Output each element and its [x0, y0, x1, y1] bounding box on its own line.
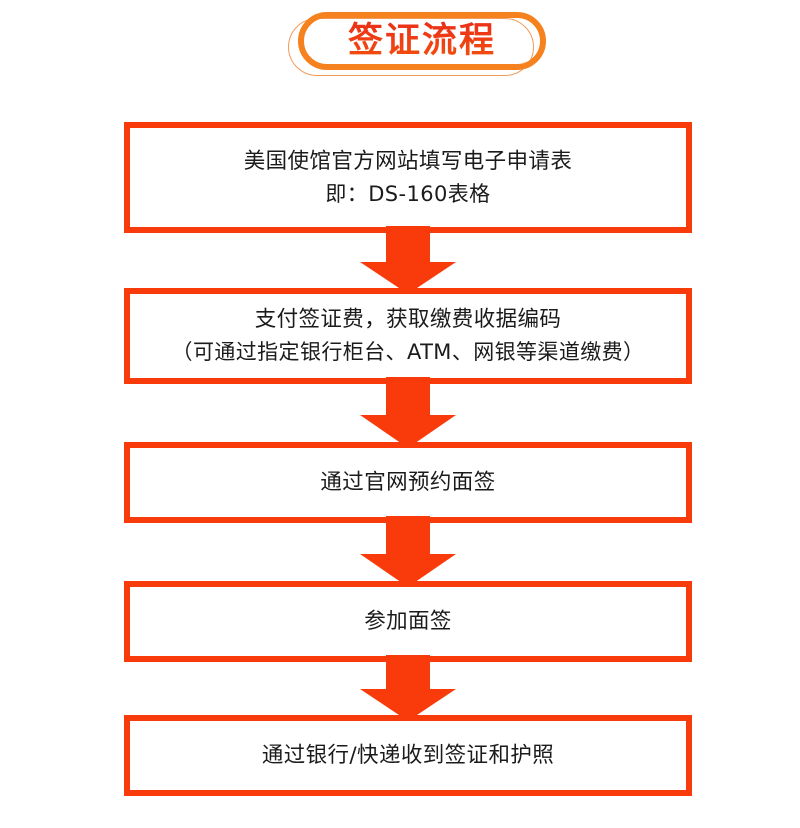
flowchart-title-banner: 签证流程 [288, 12, 554, 84]
flow-step-2: 支付签证费，获取缴费收据编码 （可通过指定银行柜台、ATM、网银等渠道缴费） [124, 288, 692, 384]
flow-step-5: 通过银行/快递收到签证和护照 [124, 715, 692, 796]
flow-step-5-line-1: 通过银行/快递收到签证和护照 [261, 743, 555, 768]
flow-step-2-line-1: 支付签证费，获取缴费收据编码 [254, 307, 562, 332]
flow-step-1-line-2: 即：DS-160表格 [325, 181, 491, 206]
flow-step-1: 美国使馆官方网站填写电子申请表 即：DS-160表格 [124, 122, 692, 233]
flow-step-3: 通过官网预约面签 [124, 442, 692, 523]
flow-step-2-line-2: （可通过指定银行柜台、ATM、网银等渠道缴费） [171, 340, 645, 364]
flow-step-1-line-1: 美国使馆官方网站填写电子申请表 [243, 148, 573, 174]
title-pill-outline [298, 12, 546, 70]
flow-step-3-line-1: 通过官网预约面签 [320, 470, 496, 495]
page-title: 签证流程 [298, 12, 546, 70]
arrow-down-icon-4 [360, 655, 456, 721]
flow-step-4: 参加面签 [124, 581, 692, 662]
arrow-down-icon-2 [360, 377, 456, 448]
arrow-down-icon-1 [360, 226, 456, 294]
flow-step-4-line-1: 参加面签 [364, 609, 452, 634]
arrow-down-icon-3 [360, 516, 456, 587]
